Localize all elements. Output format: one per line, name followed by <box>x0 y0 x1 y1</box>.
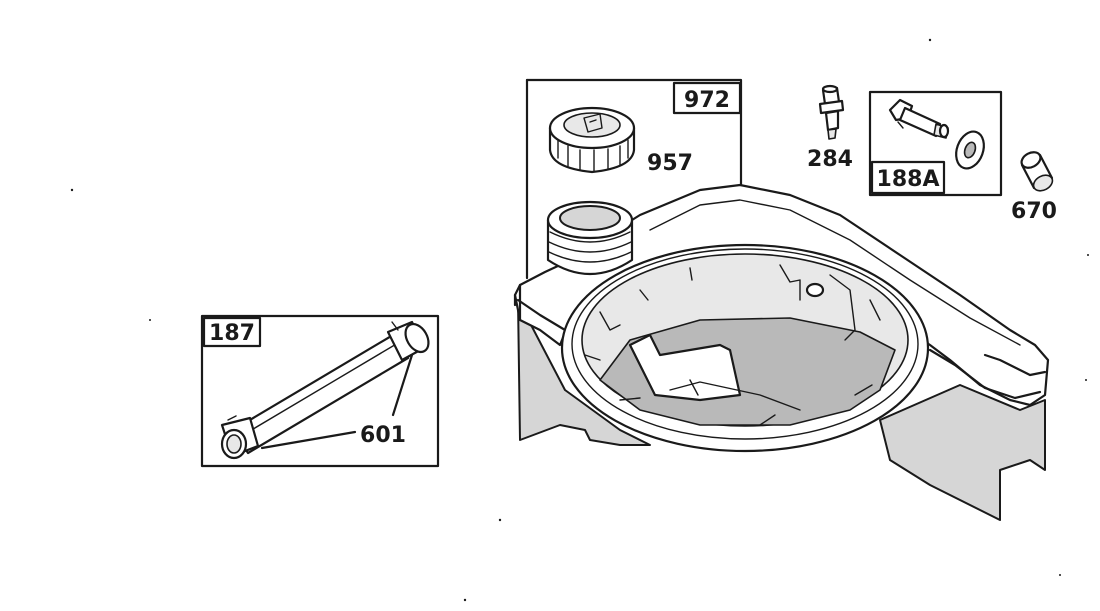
filler-neck <box>546 200 634 276</box>
kit-188a-label: 188A <box>877 167 940 192</box>
scan-noise <box>70 38 1089 602</box>
part-284-fitting: 284 <box>807 84 853 172</box>
kit-box-188a: 188A <box>868 90 1003 197</box>
part-601-label: 601 <box>360 423 406 448</box>
fuel-tank <box>513 183 1050 521</box>
kit-box-972: 972 <box>525 78 743 280</box>
kit-187-label: 187 <box>209 321 255 346</box>
fuel-line-601: 601 <box>220 320 430 460</box>
kit-972-label: 972 <box>684 88 730 113</box>
part-284-label: 284 <box>807 147 853 172</box>
fuel-cap-957: 957 <box>548 106 693 176</box>
part-670-label: 670 <box>1011 199 1057 224</box>
cap-957-label: 957 <box>647 151 693 176</box>
part-670-bushing: 670 <box>1011 151 1057 224</box>
kit-box-187: 187 <box>200 314 440 468</box>
